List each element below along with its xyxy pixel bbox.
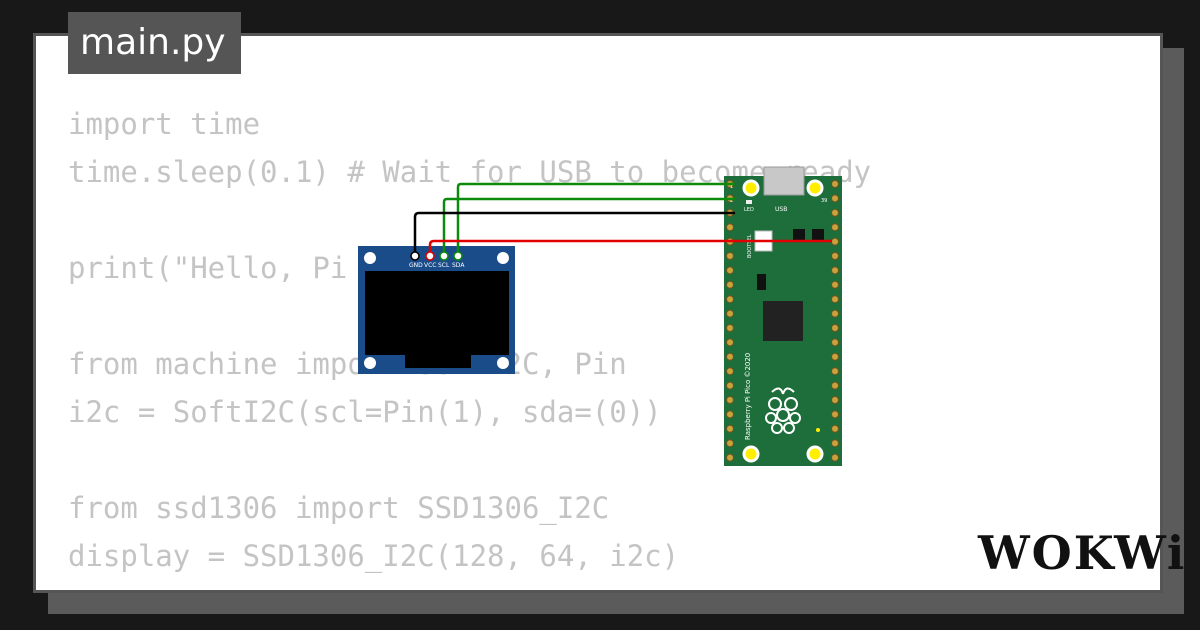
pin-1-label: 1 xyxy=(730,184,733,190)
pico-mount-hole-tl xyxy=(742,179,760,197)
oled-pin-gnd[interactable] xyxy=(410,251,420,261)
oled-screen xyxy=(365,271,509,355)
pico-pin-right-2[interactable] xyxy=(831,194,839,203)
oled-pin-sda[interactable] xyxy=(453,251,463,261)
led-label: LED xyxy=(744,207,754,213)
pico-mount-hole-tr xyxy=(806,179,824,197)
pico-pin-left-10[interactable] xyxy=(726,309,734,318)
code-line-7: i2c = SoftI2C(scl=Pin(1), sda=(0)) xyxy=(68,395,662,429)
oled-label-scl: SCL xyxy=(438,262,450,269)
pico-mount-hole-br xyxy=(806,445,824,463)
preview-card xyxy=(33,33,1163,593)
pico-mount-hole-bl xyxy=(742,445,760,463)
pico-pin-headers xyxy=(726,180,839,462)
usb-label: USB xyxy=(775,206,787,213)
pico-board-text: Raspberry Pi Pico ©2020 xyxy=(744,353,752,440)
pico-pin-left-9[interactable] xyxy=(726,295,734,304)
pico-board-module[interactable]: USB LED 1 2 39 BOOTSEL Raspberry Pi Pico… xyxy=(724,166,842,466)
wires xyxy=(413,182,832,252)
pico-pin-left-7[interactable] xyxy=(726,266,734,275)
wire-gnd-black[interactable] xyxy=(413,211,735,252)
wire-vcc-red[interactable] xyxy=(428,239,832,252)
pico-pin-right-9[interactable] xyxy=(831,295,839,304)
pico-test-pad xyxy=(816,428,820,432)
pin-2-label: 2 xyxy=(730,198,733,204)
wokwi-logo: WOKWi xyxy=(978,526,1187,580)
code-line-9: from ssd1306 import SSD1306_I2C xyxy=(68,491,610,525)
pico-component-1 xyxy=(793,229,805,241)
pico-pin-right-6[interactable] xyxy=(831,252,839,260)
pico-pin-right-20[interactable] xyxy=(831,453,839,462)
pico-pin-right-5[interactable] xyxy=(831,237,839,246)
raspberry-pi-logo-icon xyxy=(765,387,801,434)
pico-pin-left-15[interactable] xyxy=(726,381,734,390)
wire-sda-green[interactable] xyxy=(456,182,735,252)
pico-pin-right-1[interactable] xyxy=(831,180,839,188)
pico-pin-left-12[interactable] xyxy=(726,338,734,347)
pico-pin-left-4[interactable] xyxy=(726,223,734,232)
oled-mount-hole-bl xyxy=(364,357,376,369)
pico-pin-left-16[interactable] xyxy=(726,396,734,404)
pico-pin-left-8[interactable] xyxy=(726,280,734,289)
pico-pin-right-10[interactable] xyxy=(831,309,839,318)
pico-pin-right-18[interactable] xyxy=(831,424,839,433)
oled-label-sda: SDA xyxy=(452,262,465,269)
oled-label-vcc: VCC xyxy=(424,262,436,269)
code-line-1: import time xyxy=(68,107,261,141)
pico-pin-right-19[interactable] xyxy=(831,439,839,448)
code-line-10: display = SSD1306_I2C(128, 64, i2c) xyxy=(68,539,680,573)
onboard-led xyxy=(746,200,752,204)
pico-pin-left-18[interactable] xyxy=(726,424,734,433)
pico-pin-right-17[interactable] xyxy=(831,410,839,419)
pico-pin-left-19[interactable] xyxy=(726,439,734,448)
pico-pin-right-3[interactable] xyxy=(831,208,839,217)
oled-pin-scl[interactable] xyxy=(439,251,449,261)
oled-mount-hole-tr xyxy=(497,252,509,264)
pico-pin-right-15[interactable] xyxy=(831,381,839,390)
rp2040-chip xyxy=(763,301,803,341)
bootsel-label: BOOTSEL xyxy=(747,234,753,258)
pin-39-label: 39 xyxy=(821,198,827,204)
pico-component-3 xyxy=(757,274,766,290)
pico-pin-right-7[interactable] xyxy=(831,266,839,275)
pico-pin-left-20[interactable] xyxy=(726,453,734,462)
wire-scl-green[interactable] xyxy=(442,197,735,252)
pico-pin-right-12[interactable] xyxy=(831,338,839,347)
pico-pin-right-8[interactable] xyxy=(831,280,839,289)
pico-pin-right-14[interactable] xyxy=(831,367,839,376)
pico-pin-right-13[interactable] xyxy=(831,352,839,361)
usb-connector xyxy=(763,166,805,196)
oled-mount-hole-br xyxy=(497,357,509,369)
oled-display-module[interactable]: GND VCC SCL SDA xyxy=(358,246,515,374)
file-tab[interactable]: main.py xyxy=(68,12,241,74)
oled-ribbon xyxy=(405,355,471,368)
pico-pin-left-11[interactable] xyxy=(726,324,734,332)
oled-label-gnd: GND xyxy=(409,262,423,269)
pico-pin-left-6[interactable] xyxy=(726,252,734,260)
oled-pin-vcc[interactable] xyxy=(425,251,435,261)
oled-mount-hole-tl xyxy=(364,252,376,264)
pico-pin-left-17[interactable] xyxy=(726,410,734,419)
pico-pin-left-14[interactable] xyxy=(726,367,734,376)
pico-pin-right-11[interactable] xyxy=(831,324,839,332)
pico-pin-left-13[interactable] xyxy=(726,352,734,361)
pico-pin-right-4[interactable] xyxy=(831,223,839,232)
pico-pin-right-16[interactable] xyxy=(831,396,839,404)
pico-component-2 xyxy=(812,229,824,241)
